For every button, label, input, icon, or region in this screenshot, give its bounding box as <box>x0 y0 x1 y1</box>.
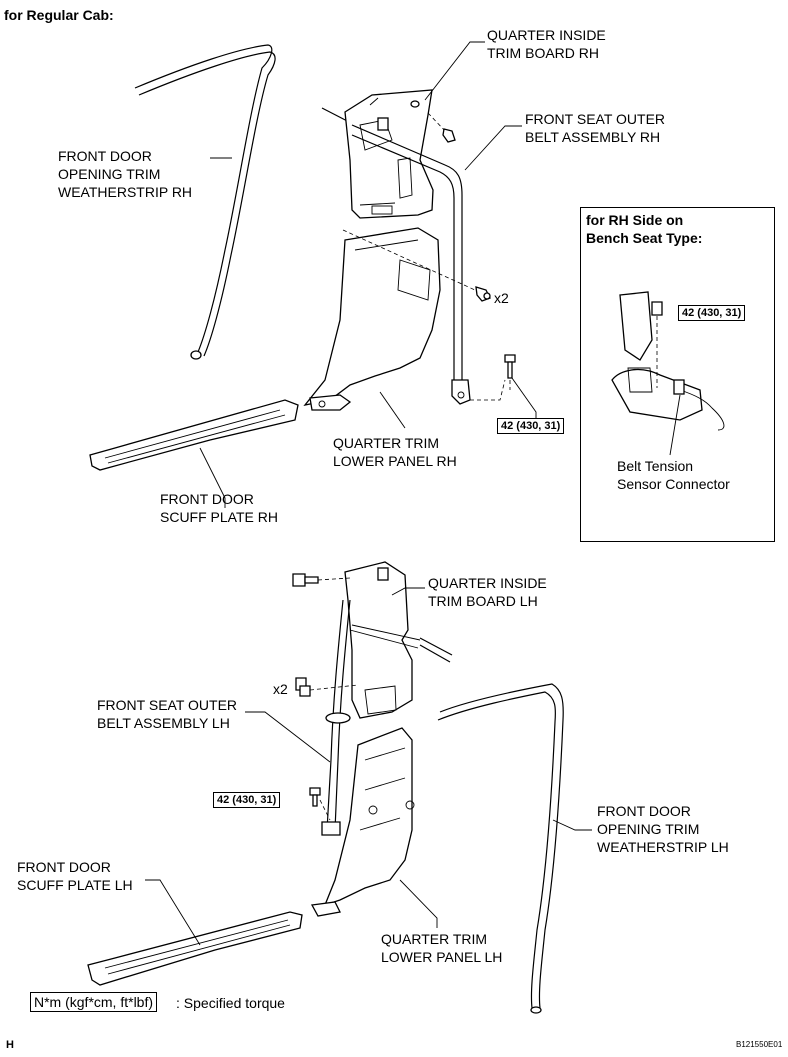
label-scuff-plate-lh: FRONT DOOR SCUFF PLATE LH <box>17 859 133 893</box>
legend-unit-box: N*m (kgf*cm, ft*lbf) <box>30 992 158 1012</box>
label-front-seat-outer-belt-lh: FRONT SEAT OUTER BELT ASSEMBLY LH <box>97 697 238 731</box>
scuff-plate-rh-drawing <box>89 399 299 471</box>
label-weatherstrip-lh: FRONT DOOR OPENING TRIM WEATHERSTRIP LH <box>597 803 729 855</box>
bolt-qty-lh: x2 <box>273 681 288 697</box>
torque-spec-lh: 42 (430, 31) <box>213 792 281 808</box>
bolts-lh <box>292 573 321 807</box>
quarter-trim-board-lh-drawing <box>344 561 453 719</box>
label-quarter-trim-lower-panel-lh: QUARTER TRIM LOWER PANEL LH <box>381 931 503 965</box>
footer-figure-code: B121550E01 <box>736 1040 783 1049</box>
belt-lh-drawing <box>321 599 351 836</box>
torque-spec-inset: 42 (430, 31) <box>678 305 746 321</box>
dashed-guide-lh <box>309 577 359 821</box>
label-quarter-inside-trim-board-rh: QUARTER INSIDE TRIM BOARD RH <box>487 27 606 61</box>
weatherstrip-lh-drawing <box>437 683 564 1014</box>
label-quarter-trim-lower-panel-rh: QUARTER TRIM LOWER PANEL RH <box>333 435 457 469</box>
belt-rh-drawing <box>351 124 506 405</box>
quarter-lower-panel-lh-drawing <box>310 727 415 917</box>
bolts-rh <box>442 128 516 379</box>
inset-title: for RH Side on Bench Seat Type: <box>586 212 703 246</box>
label-scuff-plate-rh: FRONT DOOR SCUFF PLATE RH <box>160 491 278 525</box>
leader-lines-rh <box>199 41 537 508</box>
leader-lines-lh <box>145 587 592 946</box>
footer-page-marker: H <box>6 1039 14 1051</box>
scuff-plate-lh-drawing <box>87 911 303 986</box>
page-title: for Regular Cab: <box>4 7 114 23</box>
label-belt-tension-sensor-connector: Belt Tension Sensor Connector <box>617 458 730 492</box>
label-front-seat-outer-belt-rh: FRONT SEAT OUTER BELT ASSEMBLY RH <box>525 111 666 145</box>
weatherstrip-rh-drawing <box>134 44 276 360</box>
legend-text: : Specified torque <box>176 995 285 1011</box>
quarter-trim-board-rh-drawing <box>321 89 434 219</box>
quarter-lower-panel-rh-drawing <box>303 227 441 411</box>
inset-drawing <box>611 291 725 456</box>
torque-spec-rh: 42 (430, 31) <box>497 418 565 434</box>
bolt-qty-rh: x2 <box>494 290 509 306</box>
inset-box-bench-seat <box>580 207 775 542</box>
label-quarter-inside-trim-board-lh: QUARTER INSIDE TRIM BOARD LH <box>428 575 547 609</box>
label-weatherstrip-rh: FRONT DOOR OPENING TRIM WEATHERSTRIP RH <box>58 148 193 200</box>
